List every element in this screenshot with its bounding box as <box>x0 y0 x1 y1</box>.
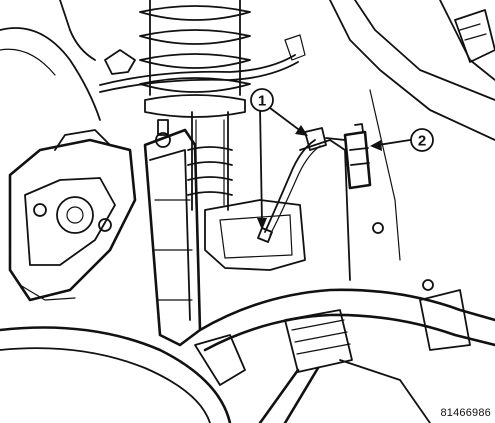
shock-absorber <box>187 111 233 211</box>
sensor-connector <box>343 123 372 190</box>
callout-1-leaders <box>257 107 308 230</box>
brake-line-upper <box>99 34 306 93</box>
brake-caliper <box>8 129 137 302</box>
callout-1-label: 1 <box>258 93 266 110</box>
lower-control-arm <box>198 288 495 352</box>
figure-id: 81466986 <box>440 407 491 419</box>
callout-2-leader <box>370 139 411 151</box>
callout-2: 2 <box>410 128 434 152</box>
sensor-wire <box>257 127 346 243</box>
wheel-well <box>0 0 101 121</box>
brake-rotor <box>0 326 246 423</box>
frame-bracket <box>204 139 351 281</box>
callout-2-label: 2 <box>418 133 426 150</box>
frame-rail-right <box>329 0 495 291</box>
callout-1: 1 <box>250 88 274 112</box>
cv-axle-boot <box>258 309 431 423</box>
coil-spring <box>139 0 251 118</box>
